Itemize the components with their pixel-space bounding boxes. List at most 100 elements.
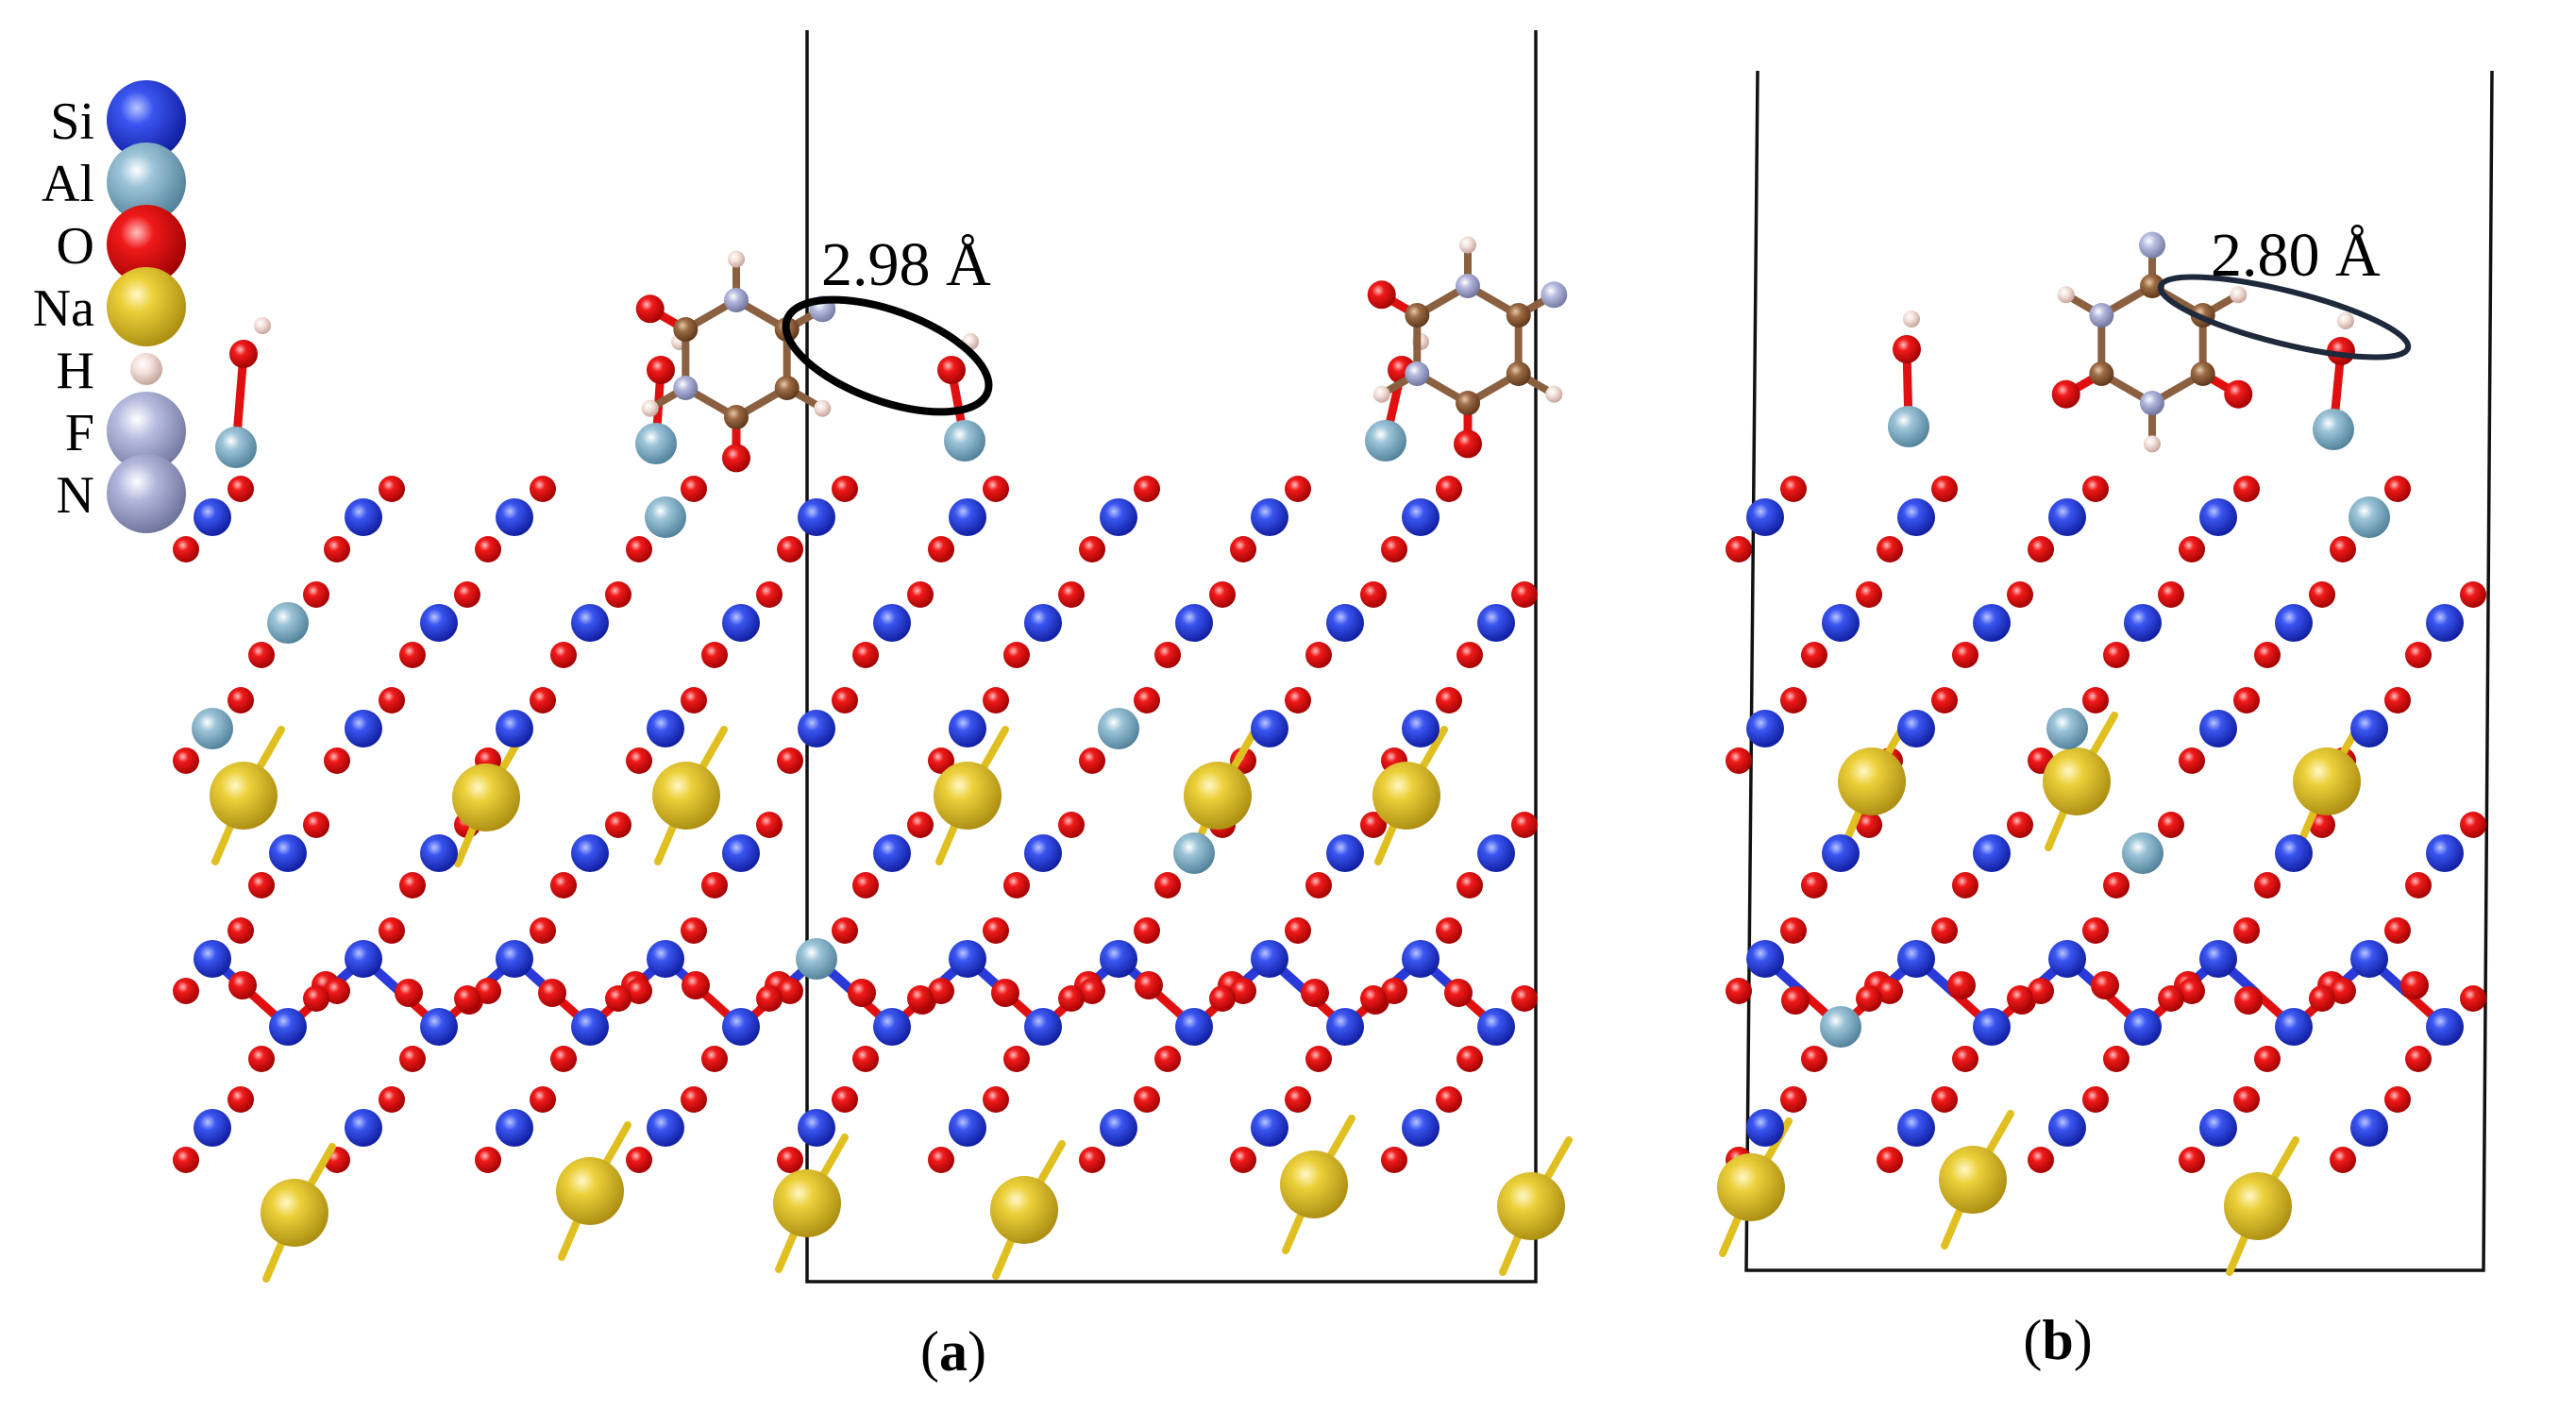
o-atom [1134,917,1160,944]
o-atom [173,536,199,562]
si-atom [949,710,986,747]
al-atom [2122,832,2164,874]
legend-label: N [57,466,94,525]
o-atom [1456,872,1483,898]
o-atom [2309,985,2335,1012]
si-atom [1251,498,1288,536]
si-atom [873,1008,911,1046]
si-atom [2199,710,2237,747]
si-atom [194,1109,231,1147]
o-atom [1209,581,1236,608]
o-atom [1780,917,1807,944]
o-atom [852,642,879,668]
o-atom [1801,642,1827,668]
si-atom [496,1109,533,1147]
o-atom [530,1086,556,1113]
o-atom [2179,1147,2205,1173]
si-atom [420,604,458,642]
o-atom [832,687,858,713]
o-atom [626,978,652,1004]
o-atom [1801,872,1827,898]
o-atom [530,687,556,713]
o-atom [227,687,254,713]
o-atom [2082,476,2109,502]
o-atom [1285,917,1311,944]
legend-item-si: Si [50,80,186,159]
o-atom [1305,642,1332,668]
o-atom [2051,379,2080,409]
c-atom [1405,303,1430,327]
o-atom [777,1147,803,1173]
legend-label: Si [50,92,94,151]
o-atom [2330,536,2356,562]
o-atom [1877,536,1903,562]
distance-label-a: 2.98 Å [821,230,991,299]
o-atom [928,978,954,1004]
si-atom [1746,940,1784,978]
si-atom [496,940,533,978]
al-atom [1173,832,1215,874]
o-atom [2082,917,2109,944]
al-atom [192,708,233,749]
o-atom [2405,642,2432,668]
o-atom [228,971,257,999]
o-atom [1135,971,1163,999]
si-atom [1251,710,1288,747]
si-atom [1326,834,1364,872]
o-atom [1511,581,1538,608]
o-atom [1360,985,1387,1012]
si-atom [2048,1109,2086,1147]
o-atom [2309,812,2335,838]
o-atom [2158,581,2184,608]
framework-atoms [1746,496,2464,1147]
si-atom [2124,604,2162,642]
h-atom [1459,236,1476,254]
o-atom [2234,986,2263,1015]
c-atom [774,376,800,400]
o-atom [1877,978,1903,1004]
na-atom [1497,1172,1565,1240]
o-atom [2158,812,2184,838]
n-atom [724,288,749,312]
si-swatch-icon [107,80,186,159]
o-atom [848,979,876,1007]
si-atom [1024,1008,1062,1046]
legend-label: Na [33,279,94,338]
al-atom [1888,406,1929,447]
o-atom [2028,536,2054,562]
o-atom [983,687,1009,713]
o-atom [937,356,966,384]
o-atom [1079,1147,1105,1173]
o-atom [647,356,675,384]
molecule-a [635,236,1568,473]
o-atom [2103,872,2130,898]
na-atom [1184,762,1252,830]
o-atom [2028,978,2054,1004]
al-atom [635,423,677,464]
h-atom [1903,311,1920,327]
sodium-atoms [210,726,1573,1283]
o-atom [550,1046,577,1072]
o-atom [2007,581,2033,608]
si-atom [2275,834,2313,872]
c-atom [2190,361,2215,386]
o-atom [1931,687,1958,713]
si-atom [1973,834,2011,872]
si-atom [345,710,382,747]
si-atom [1477,604,1515,642]
legend-label: O [57,217,94,276]
si-atom [2275,1008,2313,1046]
na-atom [1717,1153,1785,1221]
o-atom [605,985,631,1012]
panel-label-b: (b) [2023,1309,2092,1371]
o-atom [2082,687,2109,713]
o-atom [1285,476,1311,502]
c-atom [1456,391,1480,415]
f-atom [2139,231,2165,259]
o-atom [1931,1086,1958,1113]
o-atom [1947,971,1976,999]
o-atom [1781,986,1810,1015]
n-atom [1456,274,1480,298]
o-atom [756,985,783,1012]
oxygen-atoms [1726,476,2486,1173]
